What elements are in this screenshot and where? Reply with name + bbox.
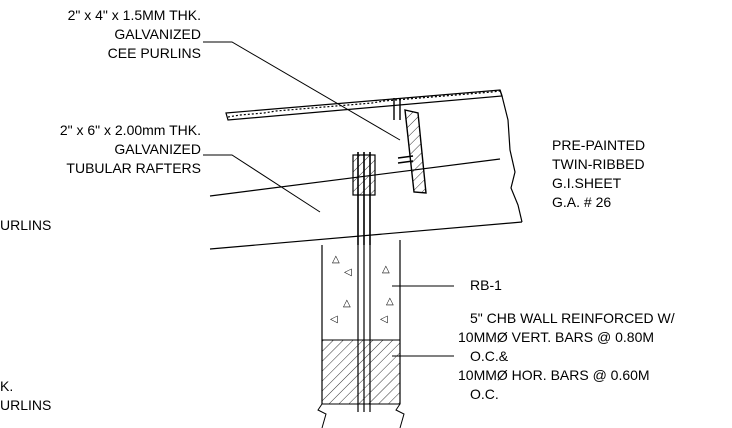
cut-label-urlins-1: URLINS [0,217,52,233]
gi-sheet-label: PRE-PAINTED TWIN-RIBBED G.I.SHEET G.A. #… [552,136,645,212]
chb-wall-line-4: 10MMØ HOR. BARS @ 0.60M [458,367,650,383]
chb-wall-line-5: O.C. [470,386,499,402]
tubular-rafters-line-3: TUBULAR RAFTERS [66,160,201,176]
cee-purlins-line-3: CEE PURLINS [107,45,201,61]
cee-purlins-line-2: GALVANIZED [114,26,201,42]
svg-text:△: △ [382,264,390,275]
cee-purlin [393,98,427,194]
gi-sheet-line-3: G.I.SHEET [552,175,622,191]
cut-label-urlins-2: URLINS [0,397,52,413]
svg-text:◁: ◁ [344,267,352,278]
gi-sheet-line-4: G.A. # 26 [552,194,612,210]
svg-text:◁: ◁ [380,314,388,325]
svg-text:△: △ [343,298,351,309]
gi-sheet-line-1: PRE-PAINTED [552,137,646,153]
chb-wall-label: 5" CHB WALL REINFORCED W/ 10MMØ VERT. BA… [458,309,675,404]
cut-label-k: K. [0,378,14,394]
tubular-rafters-line-2: GALVANIZED [114,141,201,157]
chb-wall: △ ◁ △ ◁ △ △ ◁ [317,240,405,428]
leader-lines [203,41,454,357]
chb-wall-line-3: O.C.& [470,348,509,364]
wall-top [352,152,376,245]
chb-wall-line-1: 5" CHB WALL REINFORCED W/ [470,310,675,326]
tubular-rafters-line-1: 2" x 6" x 2.00mm THK. [59,122,201,138]
gi-sheet-line-2: TWIN-RIBBED [552,156,645,172]
svg-text:△: △ [386,296,394,307]
cee-purlins-line-1: 2" x 4" x 1.5MM THK. [67,7,201,23]
gi-sheet-roof [225,89,503,121]
chb-wall-line-2: 10MMØ VERT. BARS @ 0.80M [458,329,655,345]
svg-text:△: △ [332,254,340,265]
svg-text:◁: ◁ [330,314,338,325]
rb1-label: RB-1 [470,277,502,293]
cee-purlins-label: 2" x 4" x 1.5MM THK. GALVANIZED CEE PURL… [0,6,201,63]
tubular-rafters-label: 2" x 6" x 2.00mm THK. GALVANIZED TUBULAR… [0,121,201,178]
